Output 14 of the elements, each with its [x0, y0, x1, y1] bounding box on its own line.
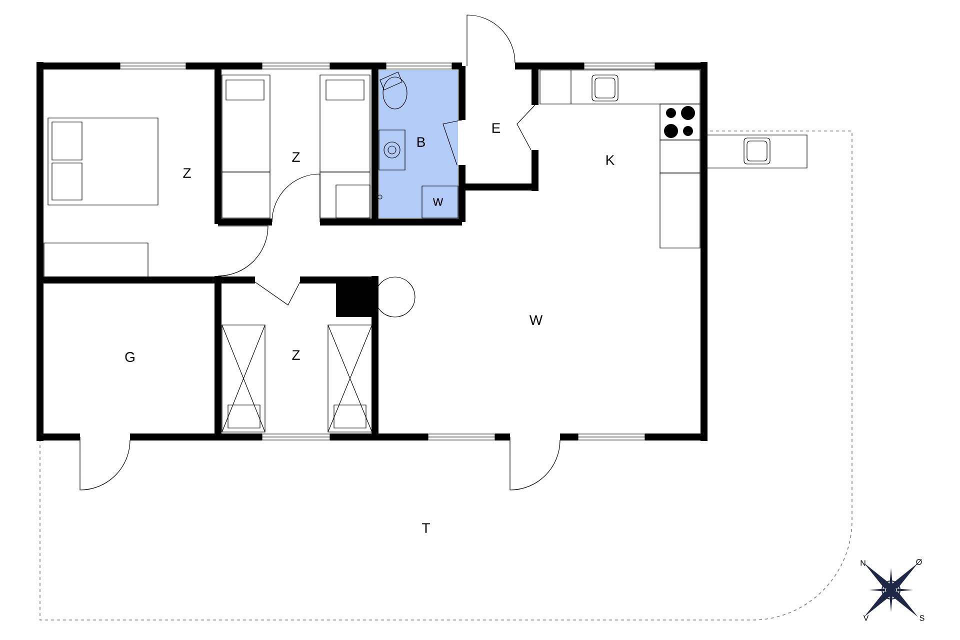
room-label: w	[432, 198, 444, 206]
compass-label: S	[920, 615, 924, 621]
room-label: Z	[292, 152, 300, 162]
compass-label: N	[860, 560, 866, 566]
room-label: G	[125, 352, 134, 362]
room-label: W	[529, 315, 543, 325]
room-label: B	[417, 137, 425, 147]
compass-label: Ø	[916, 559, 922, 565]
room-label: T	[422, 523, 430, 533]
room-label: E	[492, 123, 500, 133]
room-label: Z	[183, 168, 191, 178]
room-label: Z	[292, 350, 300, 360]
compass-label: V	[863, 615, 869, 621]
room-label: K	[606, 155, 615, 165]
